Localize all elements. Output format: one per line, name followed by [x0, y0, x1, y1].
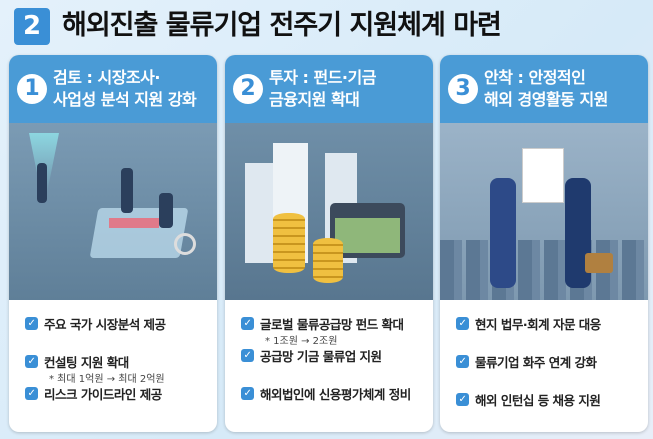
support-list: ✓주요 국가 시장분석 제공 ✓컨설팅 지원 확대 * 최대 1억원 → 최대 … [9, 300, 217, 402]
card-title-line1: 검토 : 시장조사· [53, 68, 160, 87]
list-item: ✓해외법인에 신용평가체계 정비 [241, 384, 433, 402]
check-icon: ✓ [25, 354, 38, 368]
check-icon: ✓ [241, 386, 254, 400]
card-header: 1 검토 : 시장조사· 사업성 분석 지원 강화 [9, 55, 217, 123]
list-item: ✓공급망 기금 물류업 지원 [241, 346, 433, 364]
market-research-illustration [9, 123, 217, 300]
card-title-line2: 해외 경영활동 지원 [484, 90, 608, 109]
card-title-line1: 투자 : 펀드·기금 [269, 68, 376, 87]
section-number-badge: 2 [14, 8, 50, 45]
list-item: ✓주요 국가 시장분석 제공 [25, 314, 217, 332]
card-title-line2: 금융지원 확대 [269, 90, 360, 109]
check-icon: ✓ [25, 386, 38, 400]
support-list: ✓글로벌 물류공급망 펀드 확대 * 1조원 → 2조원 ✓공급망 기금 물류업… [225, 300, 433, 402]
card-review: 1 검토 : 시장조사· 사업성 분석 지원 강화 ✓주요 국가 시장분석 제공 … [9, 55, 217, 432]
step-number: 3 [448, 74, 478, 104]
card-title-line2: 사업성 분석 지원 강화 [53, 90, 197, 109]
list-item: ✓현지 법무·회계 자문 대응 [456, 314, 648, 332]
check-icon: ✓ [241, 316, 254, 330]
step-number: 2 [233, 74, 263, 104]
support-list: ✓현지 법무·회계 자문 대응 ✓물류기업 화주 연계 강화 ✓해외 인턴십 등… [440, 300, 648, 408]
step-number: 1 [17, 74, 47, 104]
check-icon: ✓ [25, 316, 38, 330]
check-icon: ✓ [456, 392, 469, 406]
card-title-line1: 안착 : 안정적인 [484, 68, 586, 87]
finance-illustration [225, 123, 433, 300]
check-icon: ✓ [456, 354, 469, 368]
list-item: ✓리스크 가이드라인 제공 [25, 384, 217, 402]
check-icon: ✓ [241, 348, 254, 362]
list-note: * 최대 1억원 → 최대 2억원 [49, 374, 165, 385]
check-icon: ✓ [456, 316, 469, 330]
page-title: 해외진출 물류기업 전주기 지원체계 마련 [62, 10, 502, 41]
list-item: ✓글로벌 물류공급망 펀드 확대 [241, 314, 433, 332]
list-item: ✓해외 인턴십 등 채용 지원 [456, 390, 648, 408]
list-item: ✓컨설팅 지원 확대 [25, 352, 217, 370]
list-item: ✓물류기업 화주 연계 강화 [456, 352, 648, 370]
list-note: * 1조원 → 2조원 [265, 336, 338, 347]
handshake-illustration [440, 123, 648, 300]
